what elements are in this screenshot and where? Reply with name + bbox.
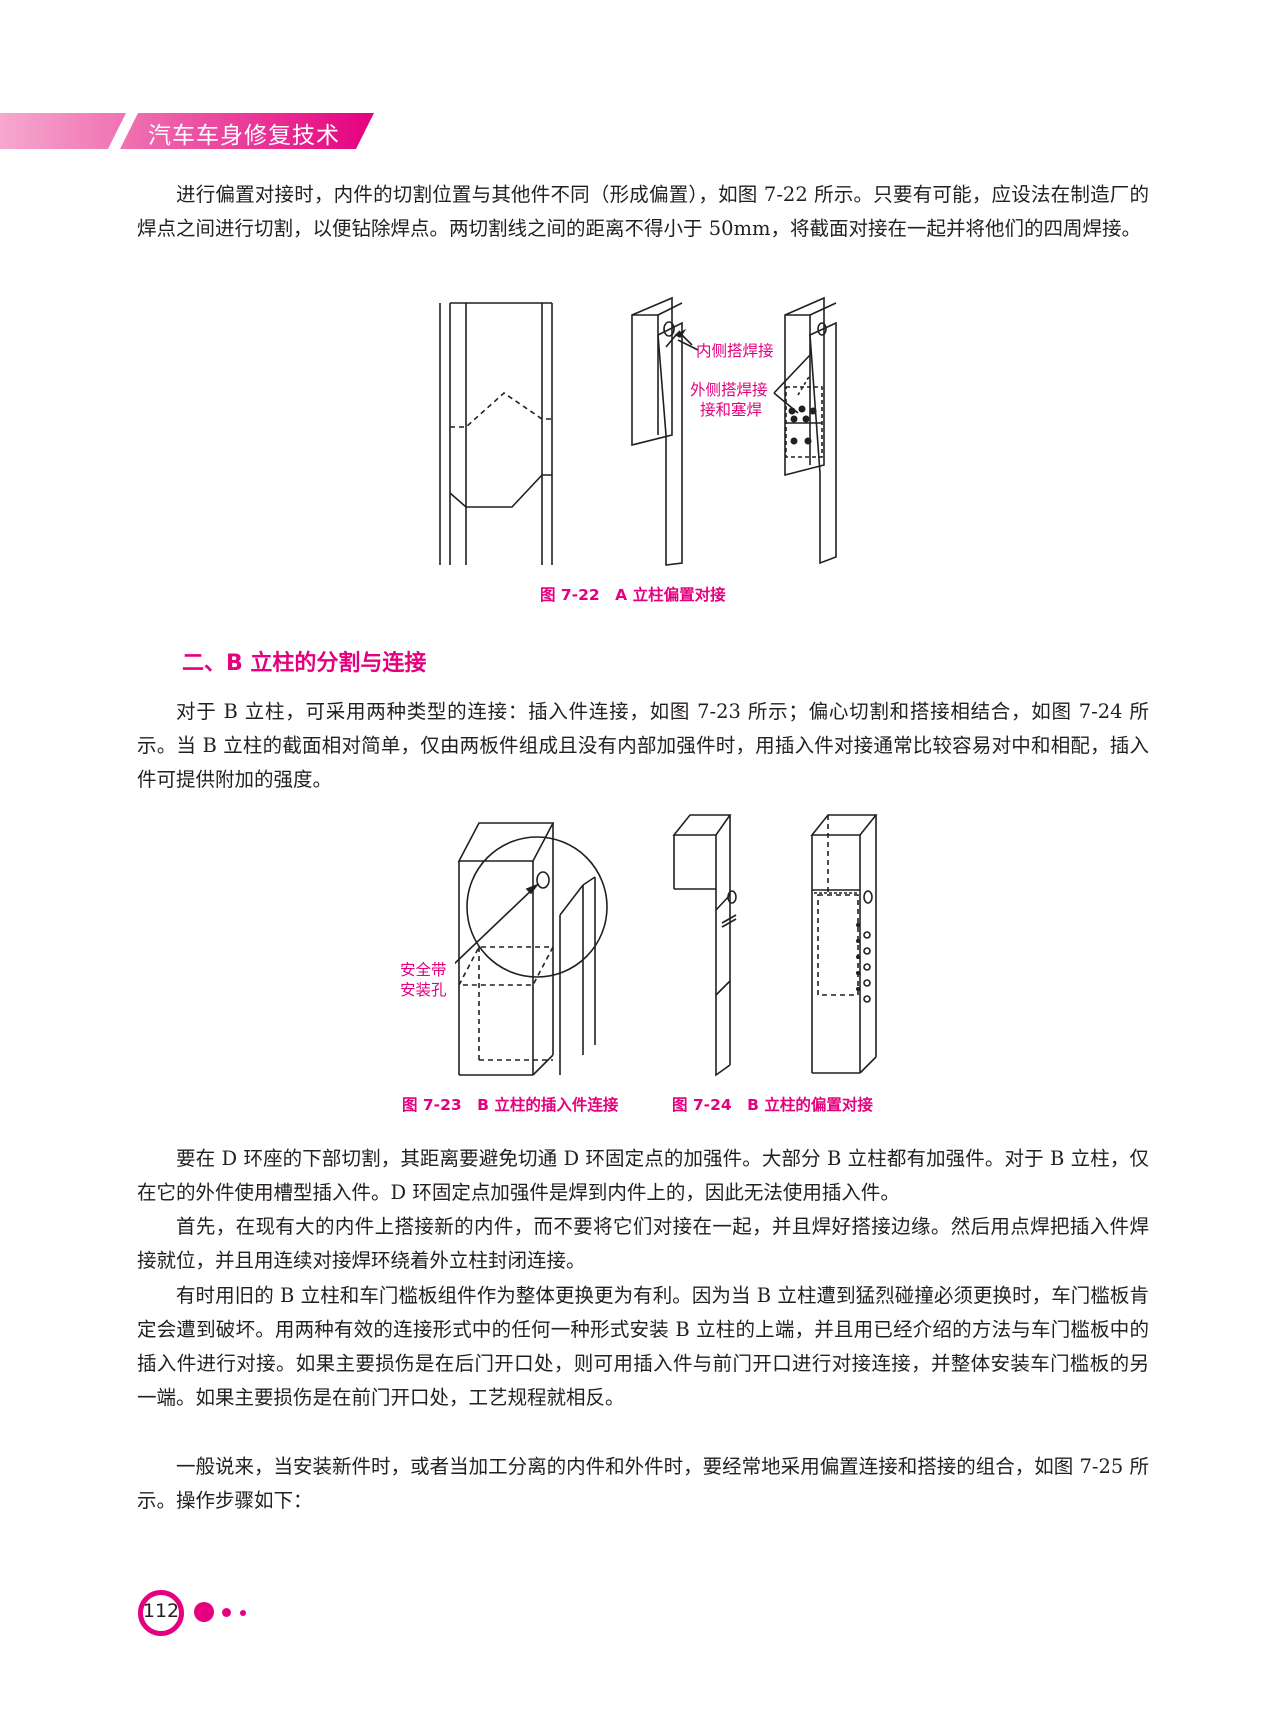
paragraph-lap-inner: 首先，在现有大的内件上搭接新的内件，而不要将它们对接在一起，并且焊好搭接边缘。然… bbox=[137, 1215, 1149, 1272]
paragraph-replace-assembly: 有时用旧的 B 立柱和车门槛板组件作为整体更换更为有利。因为当 B 立柱遭到猛烈… bbox=[137, 1284, 1149, 1409]
label-seatbelt-1: 安全带 bbox=[400, 961, 447, 979]
figure-7-22-diagram bbox=[439, 296, 837, 566]
label-seatbelt-2: 安装孔 bbox=[400, 981, 447, 999]
label-inner-lap-weld: 内侧搭焊接 bbox=[696, 342, 774, 360]
figure-7-24-caption: 图 7-24 B 立柱的偏置对接 bbox=[672, 1096, 873, 1114]
paragraph-b-pillar-joints: 对于 B 立柱，可采用两种类型的连接：插入件连接，如图 7-23 所示；偏心切割… bbox=[137, 700, 1149, 791]
paragraph-d-ring-cut: 要在 D 环座的下部切割，其距离要避免切通 D 环固定点的加强件。大部分 B 立… bbox=[137, 1147, 1149, 1204]
figure-7-23-caption: 图 7-23 B 立柱的插入件连接 bbox=[402, 1096, 619, 1114]
label-outer-lap-weld-2: 接和塞焊 bbox=[700, 401, 763, 419]
book-title: 汽车车身修复技术 bbox=[148, 123, 340, 149]
decorative-dot-small bbox=[240, 1610, 246, 1616]
page-number-ring bbox=[138, 1590, 184, 1636]
figure-7-24-diagram bbox=[672, 814, 878, 1077]
label-outer-lap-weld-1: 外侧搭焊接 bbox=[690, 381, 768, 399]
page-number-badge: 112 bbox=[138, 1590, 258, 1646]
decorative-dot-medium bbox=[222, 1608, 231, 1617]
figure-7-23-diagram bbox=[455, 822, 608, 1076]
paragraph-combination: 一般说来，当安装新件时，或者当加工分离的内件和外件时，要经常地采用偏置连接和搭接… bbox=[137, 1455, 1149, 1512]
page-number: 112 bbox=[142, 1600, 180, 1622]
section-title: 二、B 立柱的分割与连接 bbox=[182, 651, 427, 676]
figure-7-22-caption: 图 7-22 A 立柱偏置对接 bbox=[540, 586, 726, 604]
header-band-shape bbox=[0, 113, 374, 149]
paragraph-offset-butt-joint: 进行偏置对接时，内件的切割位置与其他件不同（形成偏置），如图 7-22 所示。只… bbox=[137, 183, 1149, 240]
running-header: 汽车车身修复技术 bbox=[0, 113, 374, 149]
decorative-dot-large bbox=[194, 1602, 214, 1622]
